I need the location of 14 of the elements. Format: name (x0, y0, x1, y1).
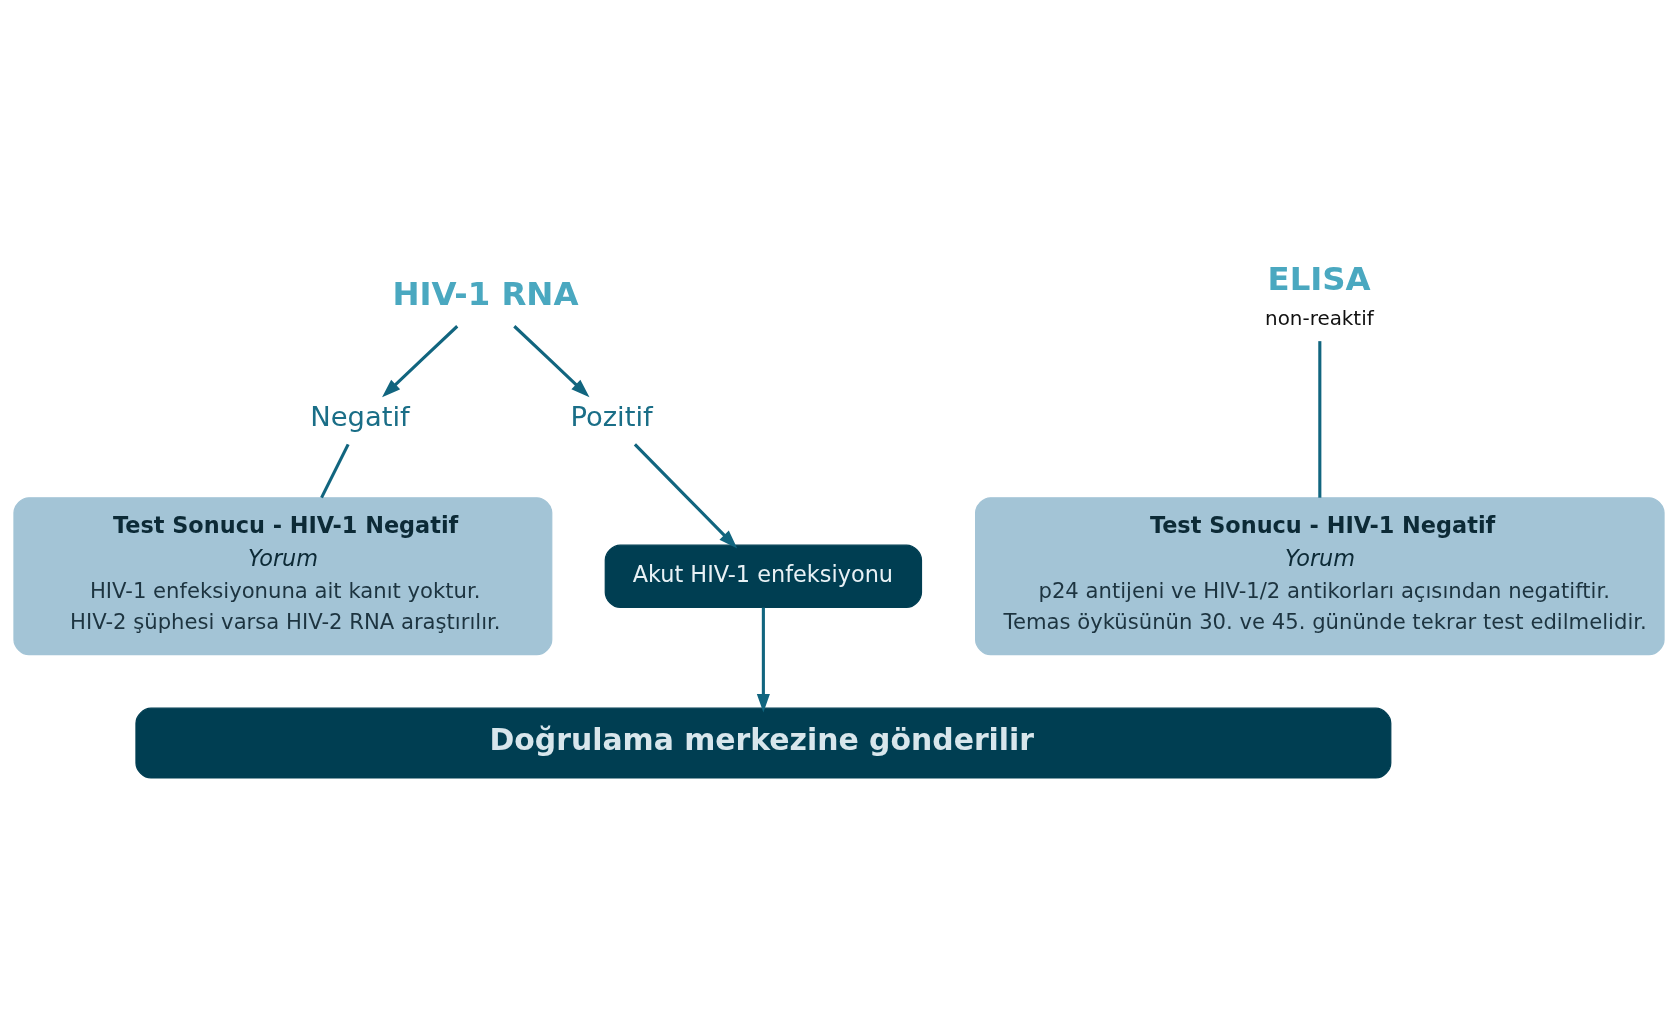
node-box: Test Sonucu - HIV-1 Negatif Yorum p24 antijeni ve HIV-1/2 antikorları açısından negatiftir. Temas öyküsünün 30. ve 45. gününde tekrar test edilmelidir. (974, 497, 1665, 656)
arrow (512, 325, 589, 398)
node-box: Akut HIV-1 enfeksiyonu (604, 544, 922, 608)
node-text: Pozitif (569, 401, 653, 433)
node-box: Doğrulama merkezine gönderilir (134, 707, 1391, 779)
connector (1317, 341, 1321, 498)
node-box: Test Sonucu - HIV-1 Negatif Yorum HIV-1 enfeksiyonuna ait kanıt yoktur. HIV-2 şüphesi varsa HIV-2 RNA araştırılır. (12, 497, 552, 656)
node-text: ELISA non-reaktif (1264, 260, 1374, 331)
arrow (381, 325, 458, 398)
arrow (756, 607, 770, 713)
node-text: HIV-1 RNA (391, 275, 578, 314)
connector (319, 443, 350, 499)
node-text: Negatif (309, 401, 410, 433)
arrow (633, 443, 737, 549)
